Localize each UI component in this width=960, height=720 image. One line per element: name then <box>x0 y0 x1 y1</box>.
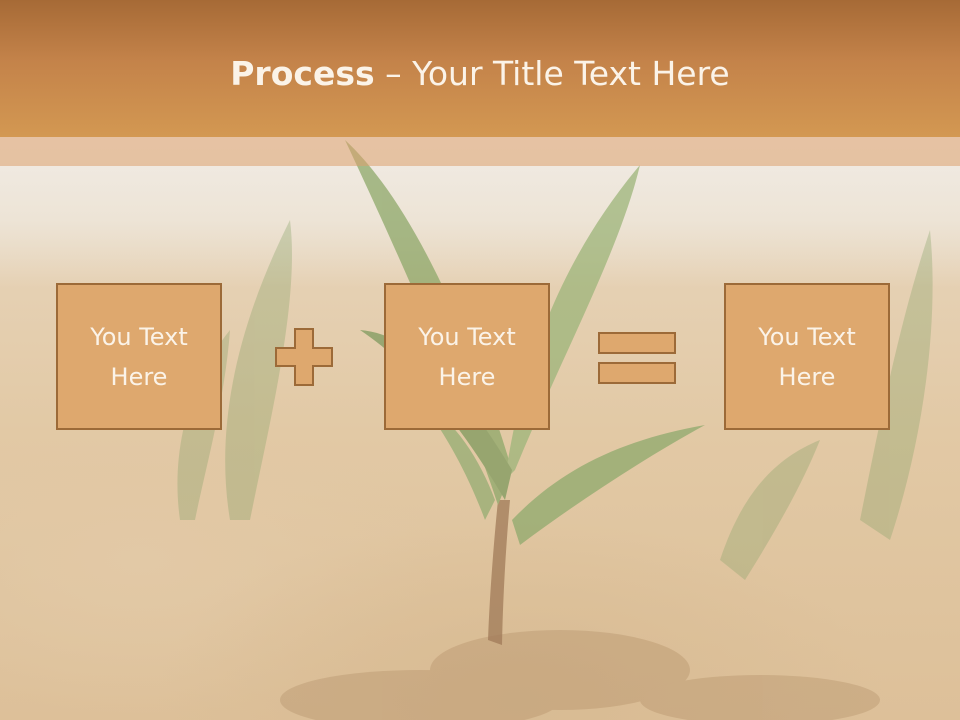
box-line-2: Here <box>438 362 496 391</box>
box-line-1: You Text <box>758 322 856 351</box>
process-box-3[interactable]: You Text Here <box>724 283 890 430</box>
process-box-2-text: You Text Here <box>397 317 537 397</box>
title-bold-part: Process <box>230 54 375 93</box>
process-box-1-text: You Text Here <box>69 317 209 397</box>
process-box-2[interactable]: You Text Here <box>384 283 550 430</box>
equals-icon <box>598 332 676 384</box>
plus-icon <box>275 328 333 386</box>
title-rest-part: – Your Title Text Here <box>374 54 730 93</box>
box-line-2: Here <box>110 362 168 391</box>
process-box-1[interactable]: You Text Here <box>56 283 222 430</box>
process-box-3-text: You Text Here <box>737 317 877 397</box>
header-band <box>0 0 960 137</box>
header-accent-strip <box>0 137 960 166</box>
box-line-1: You Text <box>418 322 516 351</box>
box-line-2: Here <box>778 362 836 391</box>
slide-title[interactable]: Process – Your Title Text Here <box>0 52 960 96</box>
box-line-1: You Text <box>90 322 188 351</box>
